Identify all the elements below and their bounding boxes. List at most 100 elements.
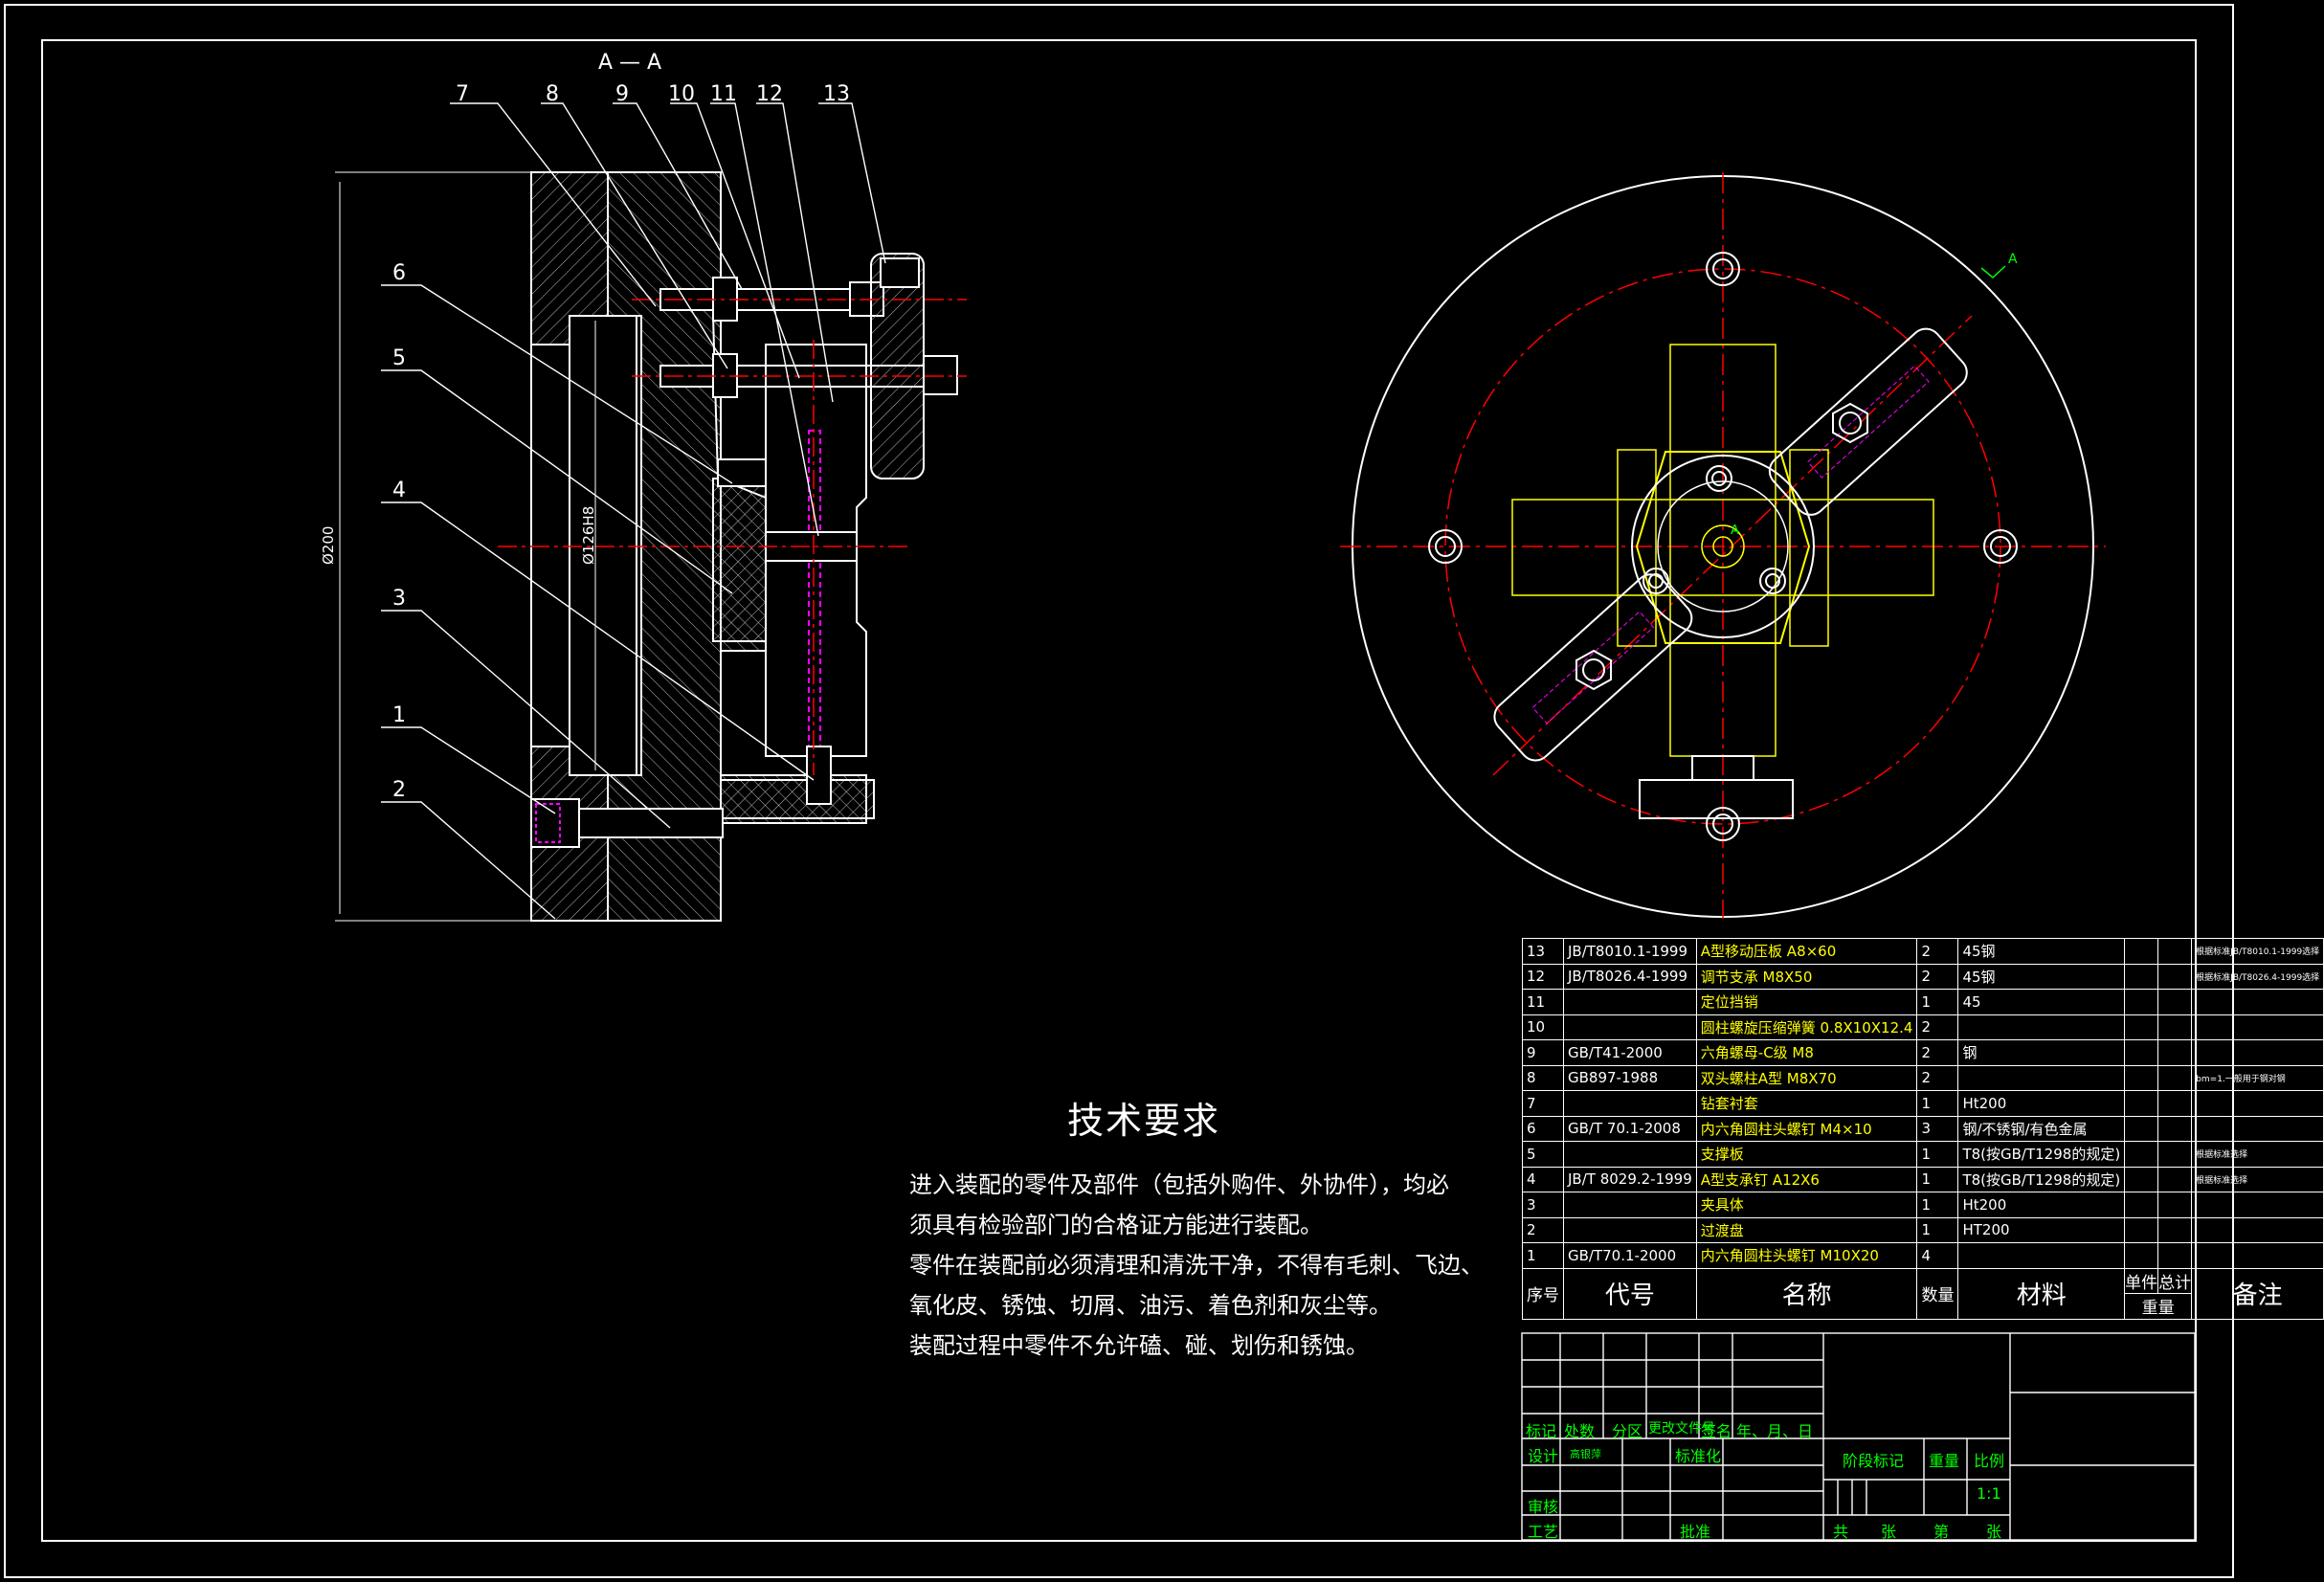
tb-zhongliang: 重量 (1929, 1452, 1960, 1470)
tb-jieduan: 阶段标记 (1843, 1452, 1905, 1470)
center-mark: A (1731, 524, 1739, 538)
bom-cell-total (2157, 1216, 2193, 1243)
bom-cell-note (2191, 1216, 2324, 1243)
bom-cell-total (2157, 1039, 2193, 1066)
bom-cell-name: 六角螺母-C级 M8 (1695, 1039, 1918, 1066)
tb-designer: 高银萍 (1570, 1448, 1601, 1460)
bom-cell-name: 支撑板 (1695, 1141, 1918, 1168)
bom-cell-single (2124, 1166, 2159, 1192)
bom-cell-code (1563, 1014, 1697, 1040)
bom-cell-name: 调节支承 M8X50 (1695, 963, 1918, 990)
clamp-bar-lower (1493, 573, 1693, 762)
bom-head-total: 总计 (2158, 1274, 2192, 1293)
bom-cell-qty: 2 (1916, 1039, 1959, 1066)
title-block: 标记 处数 分区 更改文件号 签名 年、月、日 设计 高银萍 标准化 阶段标记 … (1521, 1332, 2197, 1542)
outer-border (4, 4, 2234, 1578)
bom-cell-name: 定位挡销 (1695, 989, 1918, 1015)
top-view: A A (1340, 172, 2106, 919)
tb-zhang1: 张 (1881, 1523, 1897, 1541)
bom-cell-total (2157, 1064, 2193, 1091)
bom-cell-name: 内六角圆柱头螺钉 M4×10 (1695, 1115, 1918, 1142)
bom-cell-no: 4 (1522, 1166, 1564, 1192)
tech-line-2: 须具有检验部门的合格证方能进行装配。 (909, 1212, 1323, 1238)
bom-cell-qty: 1 (1916, 989, 1959, 1015)
tech-line-4: 氧化皮、锈蚀、切屑、油污、着色剂和灰尘等。 (909, 1292, 1392, 1319)
balloon-2: 2 (392, 778, 406, 802)
bom-cell-code: JB/T8010.1-1999 (1563, 938, 1697, 965)
bom-cell-name: A型移动压板 A8×60 (1695, 938, 1918, 965)
tb-biaozhunhua: 标准化 (1675, 1447, 1722, 1465)
bom-cell-mat (1957, 1242, 2126, 1269)
bom-cell-name: 钻套衬套 (1695, 1090, 1918, 1117)
bom-head-mat: 材料 (1957, 1267, 2126, 1320)
balloon-4: 4 (392, 479, 406, 502)
bom-cell-note: 根据标准JB/T8026.4-1999选择 (2191, 963, 2324, 990)
balloon-6: 6 (392, 261, 406, 285)
bom-cell-code (1563, 1192, 1697, 1218)
cad-drawing: A — A (4, 4, 2234, 1578)
bom-cell-note (2191, 989, 2324, 1015)
leaders (381, 102, 886, 920)
balloon-labels: 7 8 9 10 11 12 13 6 5 4 3 1 2 (392, 82, 850, 802)
bom-cell-total (2157, 1192, 2193, 1218)
bom-cell-no: 7 (1522, 1090, 1564, 1117)
bom-head-weight-label: 重量 (2141, 1299, 2175, 1318)
section-view: A — A (320, 51, 967, 922)
bom-cell-note: 根据标准选择 (2191, 1141, 2324, 1168)
bom-cell-total (2157, 938, 2193, 965)
technical-requirements: 技术要求 进入装配的零件及部件（包括外购件、外协件），均必 须具有检验部门的合格… (909, 1091, 1484, 1366)
bom-cell-single (2124, 1039, 2159, 1066)
bom-cell-mat: T8(按GB/T1298的规定) (1957, 1166, 2126, 1192)
bom-cell-code (1563, 1090, 1697, 1117)
dim-inner: Ø126H8 (580, 506, 597, 565)
bom-cell-mat: 45钢 (1957, 963, 2126, 990)
bom-cell-note: bm=1.一般用于钢对钢 (2191, 1064, 2324, 1091)
bom-cell-total (2157, 963, 2193, 990)
balloon-9: 9 (615, 82, 629, 106)
mount-holes (1428, 252, 2018, 841)
bom-cell-single (2124, 1216, 2159, 1243)
bom-cell-mat: Ht200 (1957, 1090, 2126, 1117)
balloon-1: 1 (392, 703, 406, 727)
bom-cell-note (2191, 1242, 2324, 1269)
bom-cell-name: A型支承钉 A12X6 (1695, 1166, 1918, 1192)
column (765, 344, 867, 757)
bom-cell-code: GB897-1988 (1563, 1064, 1697, 1091)
balloon-10: 10 (668, 82, 695, 106)
bom-cell-note: 根据标准JB/T8010.1-1999选择 (2191, 938, 2324, 965)
bom-cell-name: 圆柱螺旋压缩弹簧 0.8X10X12.4 (1695, 1014, 1918, 1040)
view-mark: A (2008, 252, 2018, 267)
bom-cell-code (1563, 1216, 1697, 1243)
tb-fenqu: 分区 (1612, 1422, 1643, 1440)
title-block-grid (1521, 1332, 2196, 1541)
tb-gongyi: 工艺 (1528, 1523, 1559, 1541)
section-label: A — A (598, 51, 661, 75)
bom-head-name: 名称 (1695, 1267, 1918, 1320)
bom-cell-note (2191, 1014, 2324, 1040)
bom-cell-qty: 2 (1916, 963, 1959, 990)
bom-cell-single (2124, 1242, 2159, 1269)
bom-head-qty: 数量 (1916, 1267, 1959, 1320)
bottom-bracket (720, 779, 875, 819)
bom-cell-single (2124, 938, 2159, 965)
bom-cell-no: 3 (1522, 1192, 1564, 1218)
bom-head-single: 单件 (2125, 1269, 2159, 1293)
tb-pizhun: 批准 (1680, 1523, 1711, 1541)
bom-head-code: 代号 (1563, 1267, 1697, 1320)
bom-cell-mat: 钢/不锈钢/有色金属 (1957, 1115, 2126, 1142)
bom-cell-note: 根据标准选择 (2191, 1166, 2324, 1192)
tb-bili: 比例 (1974, 1452, 2005, 1470)
part-5-plate (712, 478, 767, 642)
bom-cell-qty: 1 (1916, 1090, 1959, 1117)
